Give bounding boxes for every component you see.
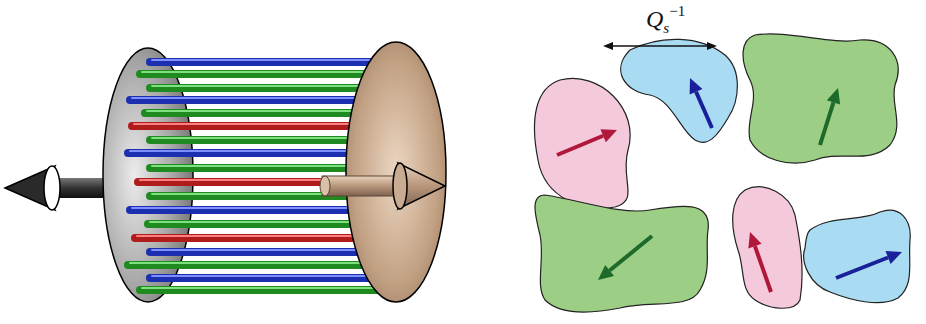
nucleus-disc <box>346 42 446 302</box>
symbol: Q <box>646 6 663 32</box>
arrow-head-base <box>393 163 407 209</box>
color-arrows <box>557 78 902 292</box>
subscript: s <box>663 20 669 36</box>
color-domain <box>733 187 802 308</box>
color-domain <box>535 195 708 312</box>
superscript: −1 <box>669 3 685 19</box>
arrow-shaft <box>322 176 402 196</box>
color-domain <box>804 210 910 302</box>
color-domain <box>621 39 738 142</box>
color-domain <box>743 34 898 163</box>
arrow-head-base <box>44 166 60 210</box>
scale-arrow <box>603 42 717 50</box>
color-domain <box>534 78 630 208</box>
scale-label: Qs−1 <box>646 6 685 33</box>
arrow-shaft-end <box>320 176 330 196</box>
